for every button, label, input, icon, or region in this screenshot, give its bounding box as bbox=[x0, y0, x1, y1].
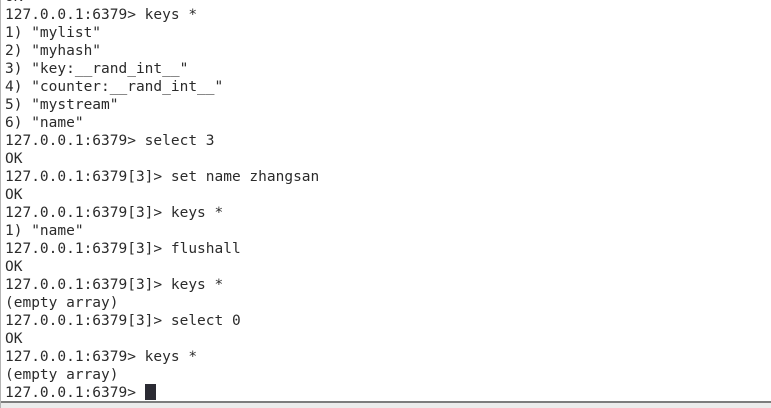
terminal-line-text: 1) "mylist" bbox=[5, 25, 102, 41]
terminal-line: 127.0.0.1:6379[3]> keys * bbox=[5, 204, 771, 222]
terminal-line-text: 127.0.0.1:6379> keys * bbox=[5, 7, 198, 23]
bottom-panel bbox=[1, 403, 771, 408]
terminal-line-text: OK bbox=[5, 259, 23, 275]
terminal-line-text: 127.0.0.1:6379[3]> flushall bbox=[5, 241, 241, 257]
terminal-line: OK bbox=[5, 150, 771, 168]
terminal-line: 127.0.0.1:6379[3]> select 0 bbox=[5, 312, 771, 330]
terminal-line-text: OK bbox=[5, 331, 23, 347]
terminal-line-text: 3) "key:__rand_int__" bbox=[5, 61, 189, 77]
terminal-line-text: 1) "name" bbox=[5, 223, 84, 239]
terminal-line-text: OK bbox=[5, 151, 23, 167]
terminal-line-text: 127.0.0.1:6379[3]> keys * bbox=[5, 205, 224, 221]
terminal-line-text: OK bbox=[5, 0, 22, 5]
terminal-line: 127.0.0.1:6379[3]> keys * bbox=[5, 276, 771, 294]
terminal-line-text: 127.0.0.1:6379[3]> set name zhangsan bbox=[5, 169, 320, 185]
terminal-line: OK bbox=[5, 258, 771, 276]
terminal-line: (empty array) bbox=[5, 366, 771, 384]
terminal-line-text: OK bbox=[5, 187, 23, 203]
terminal-line-text: 6) "name" bbox=[5, 115, 84, 131]
terminal-line: 3) "key:__rand_int__" bbox=[5, 60, 771, 78]
terminal-line-text: (empty array) bbox=[5, 367, 119, 383]
terminal-line: 2) "myhash" bbox=[5, 42, 771, 60]
terminal-line: 127.0.0.1:6379> keys * bbox=[5, 6, 771, 24]
terminal-line: 127.0.0.1:6379> bbox=[5, 384, 771, 402]
terminal-line-text: 5) "mystream" bbox=[5, 97, 119, 113]
terminal-line: (empty array) bbox=[5, 294, 771, 312]
terminal-line-text: 127.0.0.1:6379> keys * bbox=[5, 349, 198, 365]
terminal-line: 4) "counter:__rand_int__" bbox=[5, 78, 771, 96]
terminal-line: 127.0.0.1:6379> keys * bbox=[5, 348, 771, 366]
resize-divider[interactable] bbox=[1, 401, 771, 403]
terminal-line-text: 127.0.0.1:6379> bbox=[5, 385, 145, 401]
terminal-line: OK bbox=[5, 330, 771, 348]
terminal-line: OK bbox=[5, 0, 771, 6]
terminal-line-text: 127.0.0.1:6379[3]> keys * bbox=[5, 277, 224, 293]
terminal-line: OK bbox=[5, 186, 771, 204]
terminal-line-text: (empty array) bbox=[5, 295, 119, 311]
terminal-line: 5) "mystream" bbox=[5, 96, 771, 114]
terminal-line: 127.0.0.1:6379> select 3 bbox=[5, 132, 771, 150]
terminal-line: 127.0.0.1:6379[3]> flushall bbox=[5, 240, 771, 258]
terminal-line-text: 127.0.0.1:6379> select 3 bbox=[5, 133, 215, 149]
terminal-line-text: 2) "myhash" bbox=[5, 43, 102, 59]
terminal-line-text: 4) "counter:__rand_int__" bbox=[5, 79, 224, 95]
terminal-line: 127.0.0.1:6379[3]> set name zhangsan bbox=[5, 168, 771, 186]
terminal-line: 1) "mylist" bbox=[5, 24, 771, 42]
terminal-line-text: 127.0.0.1:6379[3]> select 0 bbox=[5, 313, 241, 329]
terminal-line: 1) "name" bbox=[5, 222, 771, 240]
terminal-line: 6) "name" bbox=[5, 114, 771, 132]
text-cursor bbox=[144, 384, 156, 400]
